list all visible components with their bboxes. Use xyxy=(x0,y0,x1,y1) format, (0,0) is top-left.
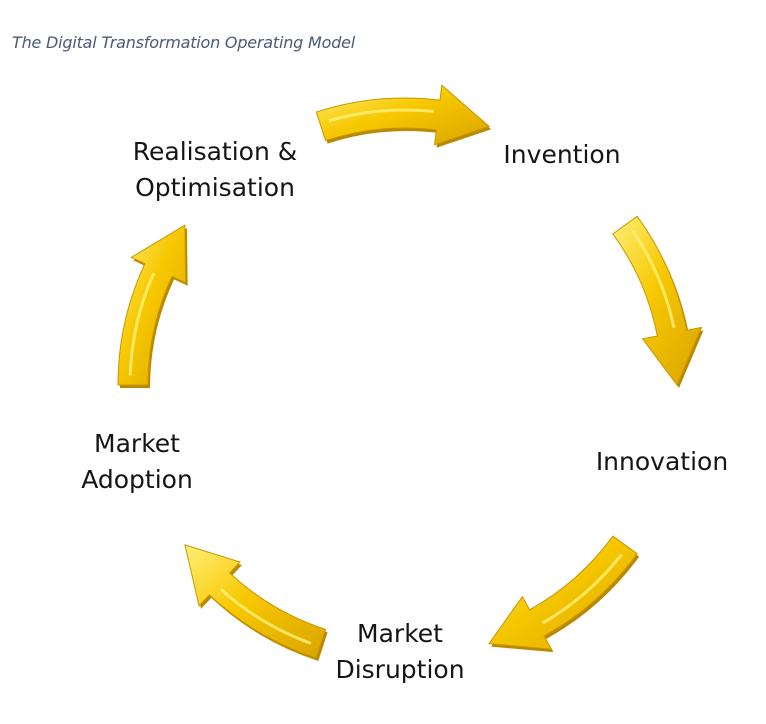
stage-invention: Invention xyxy=(503,137,620,173)
stage-innovation: Innovation xyxy=(596,444,728,480)
arrow-to-invention-icon xyxy=(315,84,491,146)
stage-label: Market xyxy=(94,429,180,458)
arrow-to-realisation-highlight xyxy=(128,272,156,376)
arrow-to-adoption-highlight xyxy=(219,588,312,645)
stage-label: Market xyxy=(357,619,443,648)
stage-realisation-optimisation: Realisation & Optimisation xyxy=(133,134,298,206)
arrow-to-disruption-highlight xyxy=(541,553,623,625)
arrow-to-realisation-icon xyxy=(117,224,187,386)
arrow-to-innovation-icon xyxy=(612,215,703,386)
stage-label: Adoption xyxy=(81,465,193,494)
stage-market-disruption: Market Disruption xyxy=(335,616,464,688)
stage-label: Optimisation xyxy=(135,173,295,202)
stage-label: Disruption xyxy=(335,655,465,684)
arrow-to-innovation-highlight xyxy=(631,230,676,329)
stage-label: Realisation & xyxy=(132,137,298,166)
arrow-to-invention-highlight xyxy=(328,108,434,123)
stage-label: Innovation xyxy=(595,447,729,476)
stage-market-adoption: Market Adoption xyxy=(81,426,193,498)
arrow-to-disruption-icon xyxy=(488,535,638,650)
diagram-title: The Digital Transformation Operating Mod… xyxy=(12,33,356,52)
arrow-to-adoption-icon xyxy=(184,544,327,659)
stage-label: Invention xyxy=(503,140,621,169)
